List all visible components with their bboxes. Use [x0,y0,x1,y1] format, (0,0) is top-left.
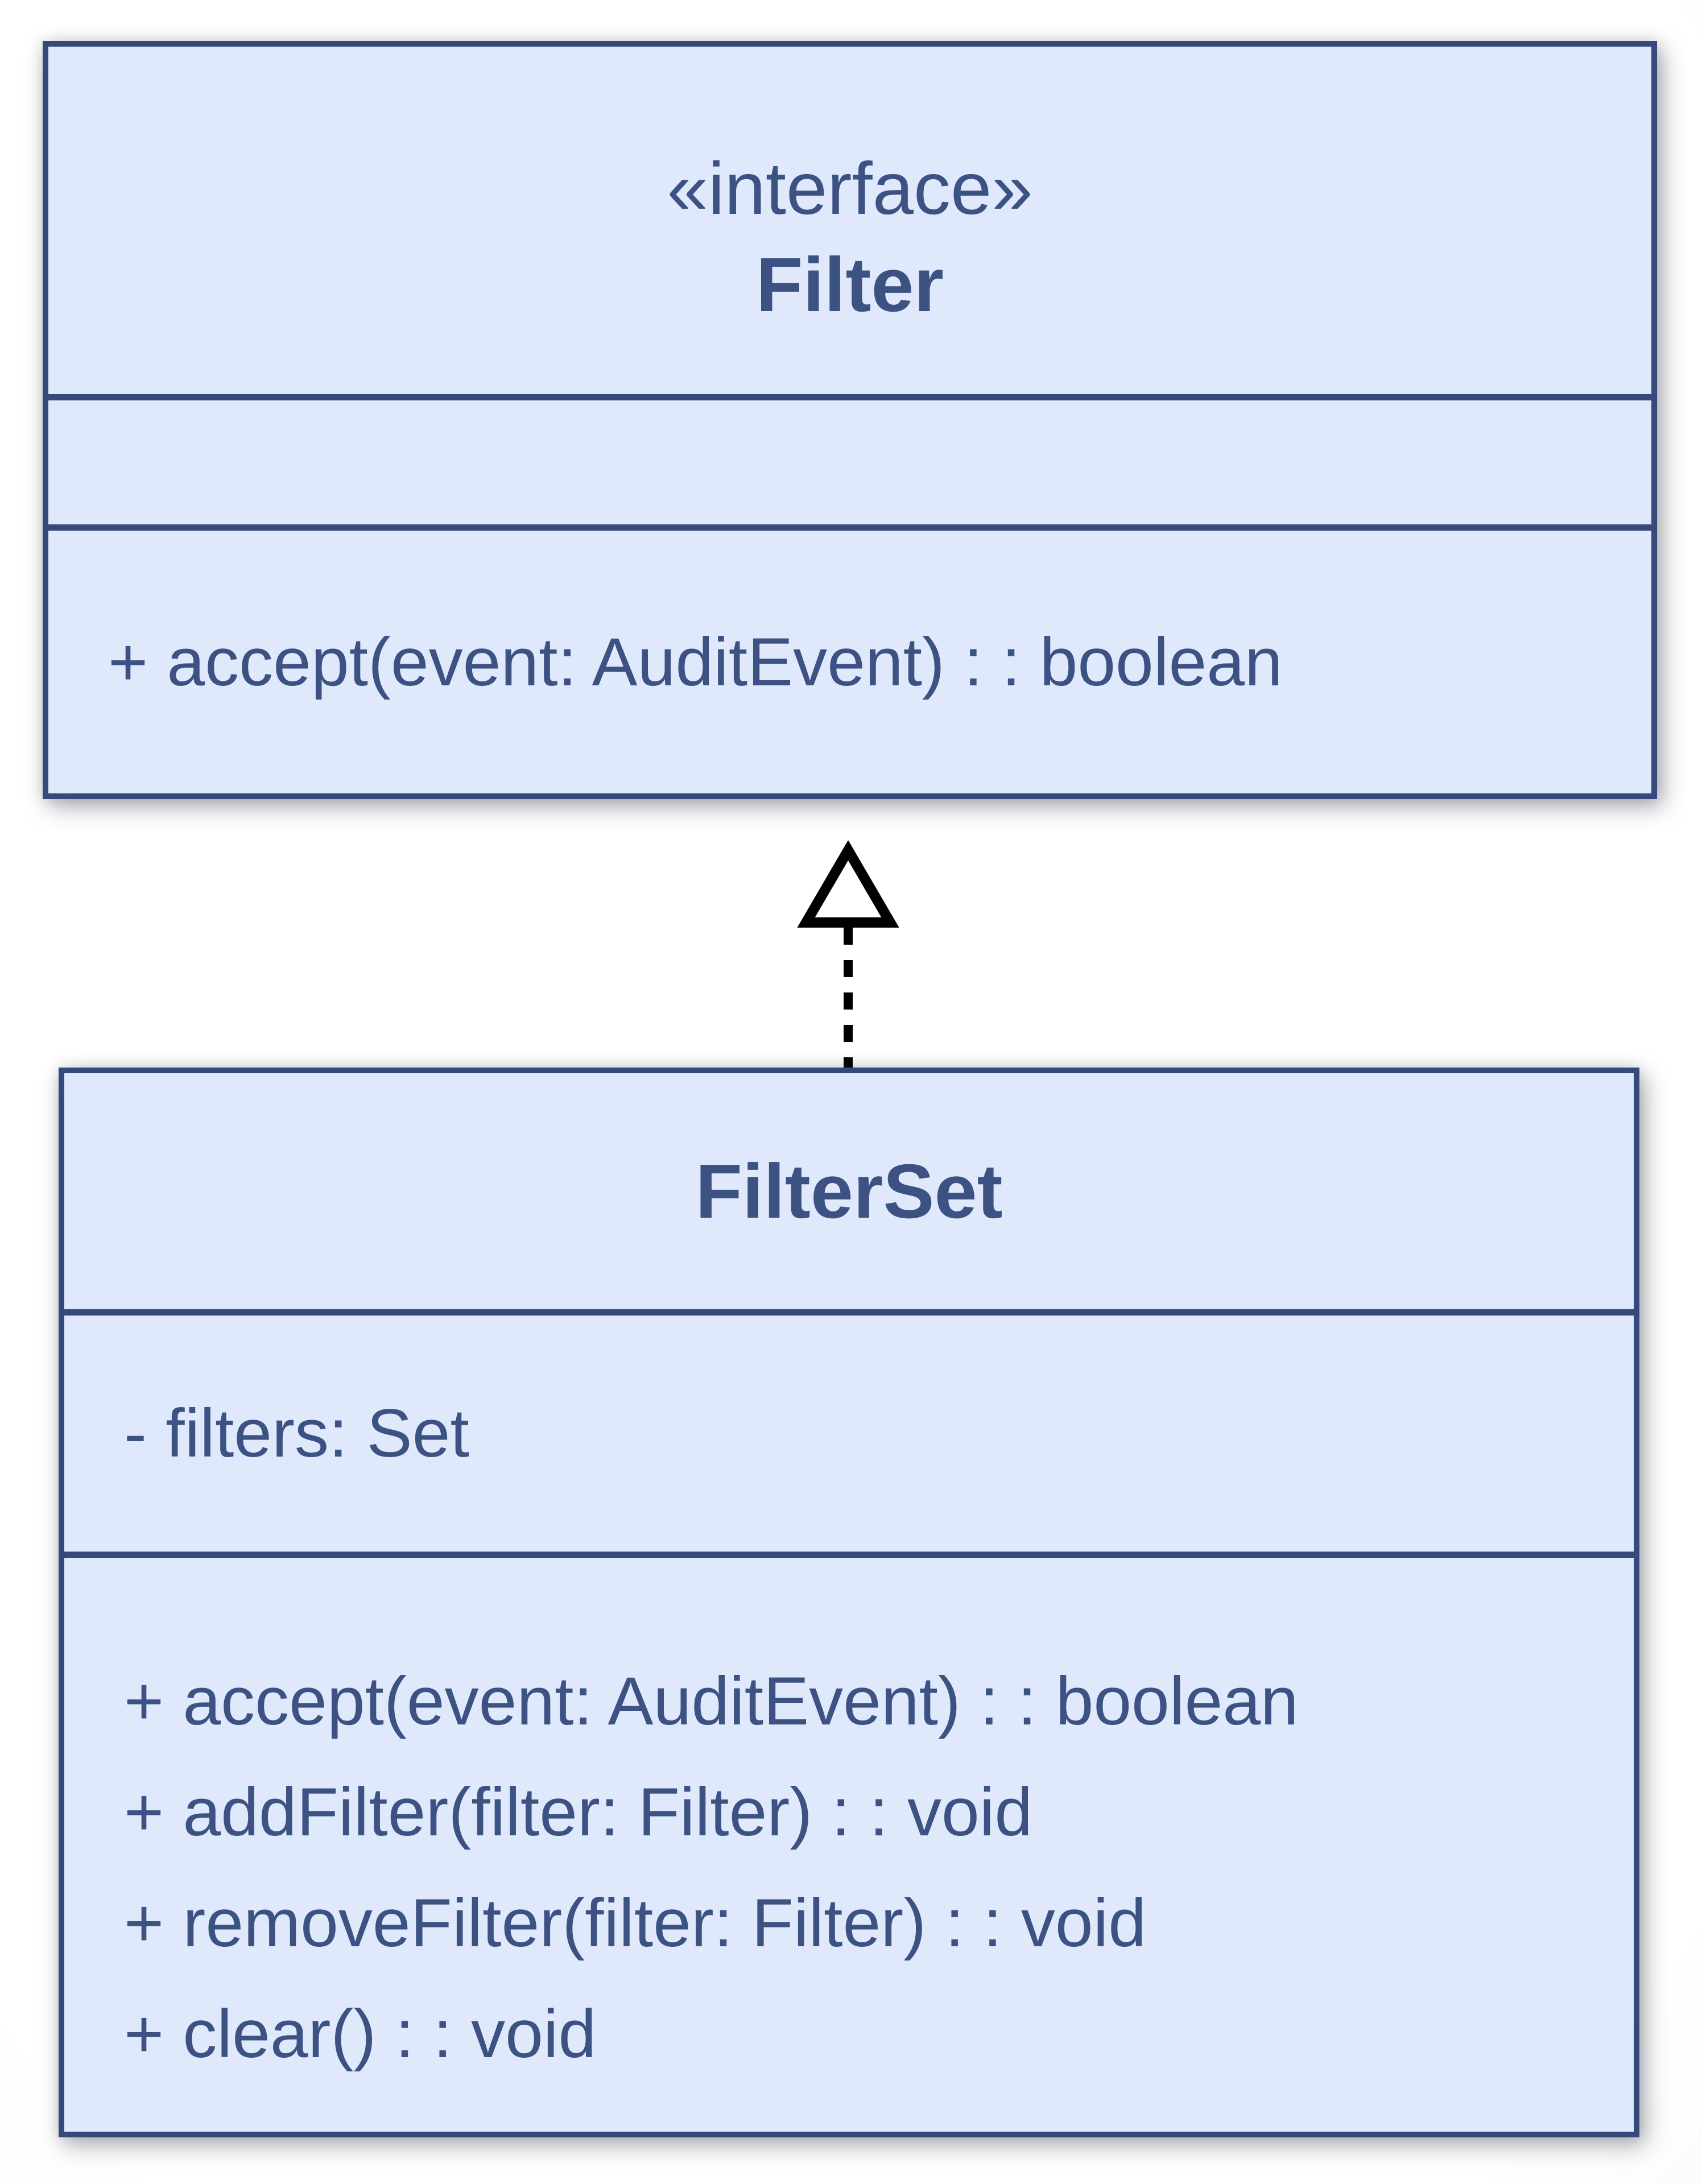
interface-header-compartment: «interface» Filter [48,47,1651,400]
method-item: + accept(event: AuditEvent) : : boolean [108,623,1283,700]
interface-methods-compartment: + accept(event: AuditEvent) : : boolean [48,531,1651,793]
hollow-triangle-arrowhead [797,841,899,928]
realization-connector[interactable] [785,841,916,1068]
class-filterset-node[interactable]: FilterSet - filters: Set + accept(event:… [59,1068,1639,2137]
method-item: + addFilter(filter: Filter) : : void [124,1774,1033,1850]
method-item: + removeFilter(filter: Filter) : : void [124,1885,1147,1961]
class-methods-compartment: + accept(event: AuditEvent) : : boolean … [64,1558,1634,2132]
interface-filter-node[interactable]: «interface» Filter + accept(event: Audit… [43,41,1657,799]
class-name: FilterSet [695,1148,1003,1234]
interface-name: Filter [755,241,944,328]
class-header-compartment: FilterSet [64,1073,1634,1316]
method-item: + clear() : : void [124,1996,597,2072]
method-item: + accept(event: AuditEvent) : : boolean [124,1663,1299,1739]
attribute-item: - filters: Set [124,1395,469,1471]
class-attributes-compartment: - filters: Set [64,1316,1634,1558]
interface-attributes-compartment-empty [48,400,1651,531]
stereotype-label: «interface» [667,146,1033,230]
